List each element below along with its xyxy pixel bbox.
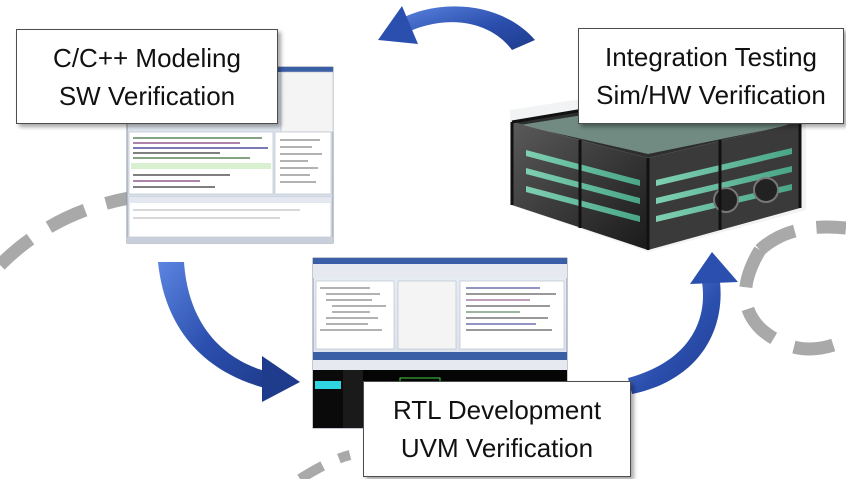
arrow-cmodel-to-rtl bbox=[158, 262, 300, 402]
stage-box-cmodel: C/C++ Modeling SW Verification bbox=[16, 29, 278, 124]
stage-rtl-line1: RTL Development bbox=[392, 395, 602, 425]
dashed-cycle-arc-bottom bbox=[297, 450, 352, 479]
stage-box-rtl: RTL Development UVM Verification bbox=[363, 381, 631, 477]
stage-cmodel-line2: SW Verification bbox=[58, 80, 236, 111]
stage-rtl-line2: UVM Verification bbox=[400, 433, 594, 463]
stage-integration-line2: Sim/HW Verification bbox=[596, 80, 826, 110]
stage-cmodel-line1: C/C++ Modeling bbox=[53, 42, 241, 73]
stage-box-integration: Integration Testing Sim/HW Verification bbox=[578, 28, 844, 124]
arrow-integration-to-cmodel bbox=[378, 6, 535, 50]
arrow-rtl-to-integration bbox=[628, 252, 738, 394]
dashed-cycle-arc-right bbox=[739, 220, 846, 356]
stage-integration-line1: Integration Testing bbox=[605, 42, 817, 72]
